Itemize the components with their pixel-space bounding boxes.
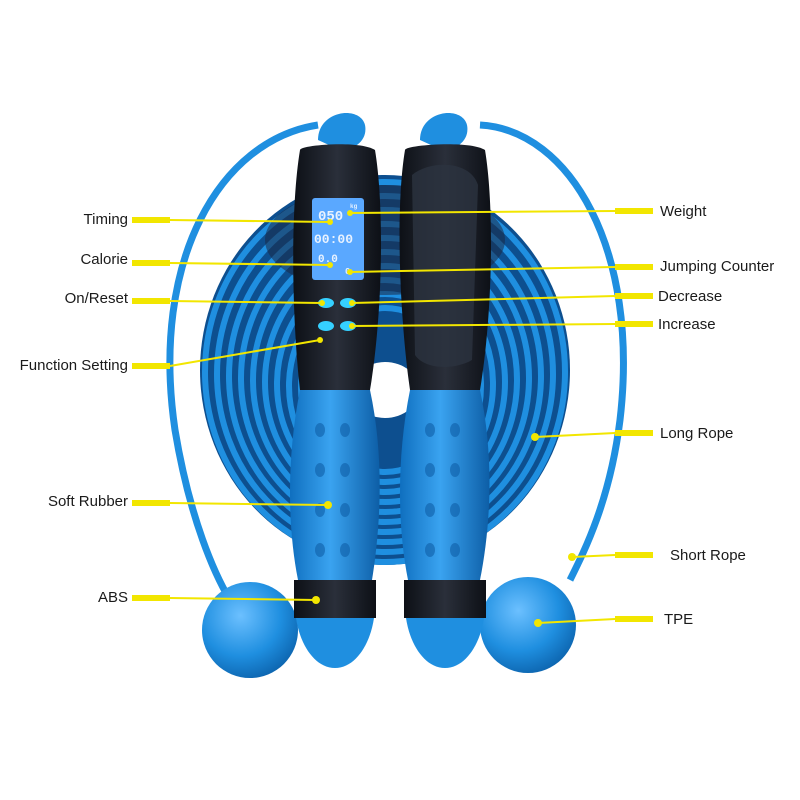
lcd-timer: 00:00 [314, 232, 353, 247]
label-short-rope: Short Rope [670, 547, 746, 564]
lcd-weight-unit: kg [350, 203, 358, 210]
label-on-reset: On/Reset [64, 290, 128, 307]
label-calorie: Calorie [80, 251, 128, 268]
lcd-screen [312, 198, 364, 280]
label-function-setting: Function Setting [19, 357, 128, 374]
label-decrease: Decrease [658, 288, 723, 305]
label-soft-rubber: Soft Rubber [47, 493, 128, 510]
label-abs: ABS [97, 589, 128, 606]
short-rope [166, 121, 627, 602]
label-jumping-counter: Jumping Counter [660, 258, 775, 275]
left-ball [202, 582, 298, 678]
function-setting-button [318, 321, 334, 331]
label-long-rope: Long Rope [660, 425, 734, 442]
label-weight: Weight [660, 203, 707, 220]
right-ball [480, 577, 576, 673]
label-tpe: TPE [664, 611, 694, 628]
lcd-calorie: 0.0 [318, 254, 338, 266]
label-increase: Increase [658, 316, 716, 333]
leader-lines [132, 208, 653, 624]
right-handle [399, 113, 492, 668]
long-rope-coil [200, 175, 570, 565]
left-handle [290, 113, 382, 668]
label-timing: Timing [83, 211, 128, 228]
